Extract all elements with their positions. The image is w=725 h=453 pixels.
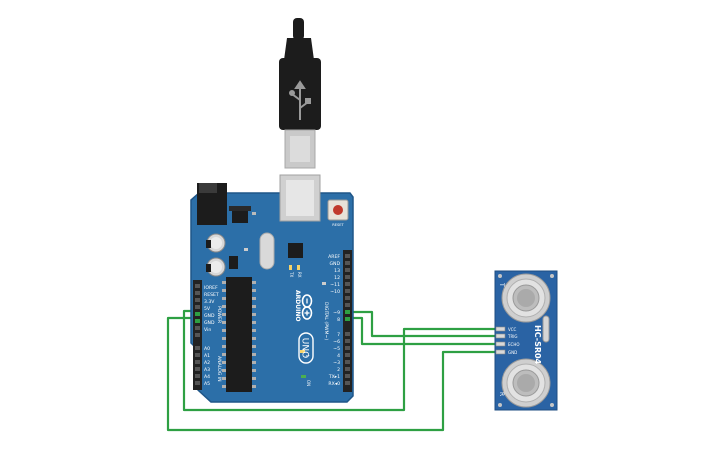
led-tx [289, 265, 292, 270]
label-a5: A5 [204, 381, 210, 387]
label-d5: ~5 [333, 346, 340, 352]
label-vin: Vin [204, 327, 211, 333]
label-reset-button: RESET [332, 223, 344, 227]
label-analog-header: ANALOG IN [216, 356, 222, 382]
arduino-logo-icon [301, 294, 313, 320]
sensor-pin-label-echo: ECHO [508, 342, 519, 347]
sensor-t-mark: T [498, 282, 505, 287]
label-3v3: 3.3V [204, 299, 215, 305]
label-led-tx: TX [289, 271, 294, 277]
label-a0: A0 [204, 346, 210, 352]
label-5v: 5V [204, 306, 211, 312]
usb-plug-strain-relief [284, 38, 314, 60]
label-d7: 7 [337, 332, 340, 338]
svg-text:UNO: UNO [300, 338, 310, 358]
usb-symbol-icon [289, 80, 311, 120]
voltage-regulator [232, 210, 248, 223]
sensor-pin-label-gnd: GND [508, 350, 517, 355]
label-gnd-1: GND [204, 313, 215, 319]
label-d8: 8 [337, 317, 340, 323]
label-tx1: TX▸1 [328, 374, 340, 380]
label-d11: ~11 [330, 282, 340, 288]
sensor-model-label: HC-SR04 [533, 325, 542, 365]
label-power-header: POWER [216, 306, 222, 324]
sensor-pin-trig[interactable] [495, 333, 506, 339]
label-a4: A4 [204, 374, 210, 380]
wire-pin8-to-echo[interactable] [343, 316, 496, 346]
sensor-crystal [542, 315, 550, 343]
led-on [301, 375, 306, 378]
label-led-rx: RX [297, 272, 302, 278]
sensor-pin-label-vcc: VCC [508, 327, 517, 332]
label-a3: A3 [204, 367, 210, 373]
sensor-pin-gnd[interactable] [495, 349, 506, 355]
wire-5v-to-vcc[interactable] [182, 309, 496, 412]
label-a2: A2 [204, 360, 210, 366]
label-d6: ~6 [333, 339, 340, 345]
label-d13: 13 [334, 268, 340, 274]
usb-cable-wire [293, 18, 304, 40]
label-digital-header: DIGITAL (PWM~) [323, 302, 329, 340]
led-l [300, 350, 305, 353]
uno-badge: UNO [298, 332, 314, 364]
sensor-r-mark: R [498, 392, 505, 396]
label-d2: 2 [337, 367, 340, 373]
usb-cable[interactable] [279, 18, 321, 169]
brand-arduino: ARDUINO [294, 290, 301, 321]
label-d3: ~3 [333, 360, 340, 366]
label-d10: ~10 [330, 289, 340, 295]
crystal-oscillator [259, 232, 275, 270]
label-on: ON [306, 380, 311, 386]
label-gnd-2: GND [204, 320, 215, 326]
reset-button-cap[interactable] [333, 205, 343, 215]
label-gnd-digital: GND [329, 261, 340, 267]
label-d12: 12 [334, 275, 340, 281]
sensor-pin-echo[interactable] [495, 341, 506, 347]
label-rx0: RX◂0 [328, 381, 340, 387]
led-rx [297, 265, 300, 270]
sensor-pin-vcc[interactable] [495, 326, 506, 332]
label-aref: AREF [328, 254, 340, 260]
label-a1: A1 [204, 353, 210, 359]
arduino-uno-board[interactable]: IOREF RESET 3.3V 5V GND GND Vin A0 A1 A2… [190, 174, 354, 403]
wire-pin9-to-trig[interactable] [343, 310, 496, 338]
label-ioref: IOREF [204, 285, 218, 291]
receiver-transducer-icon [501, 358, 551, 408]
atmega328-chip [226, 277, 252, 392]
wire-gnd-to-gnd[interactable] [166, 316, 496, 432]
label-reset: RESET [204, 292, 219, 298]
usb-interface-chip [288, 243, 303, 258]
hc-sr04-sensor[interactable]: HC-SR04 T R VCC TRIG ECHO GND [494, 270, 558, 411]
sensor-pin-label-trig: TRIG [507, 334, 518, 339]
label-led-l: L [305, 355, 310, 358]
label-d4: 4 [337, 353, 340, 359]
label-d9: ~9 [333, 310, 340, 316]
transmitter-transducer-icon [501, 273, 551, 323]
